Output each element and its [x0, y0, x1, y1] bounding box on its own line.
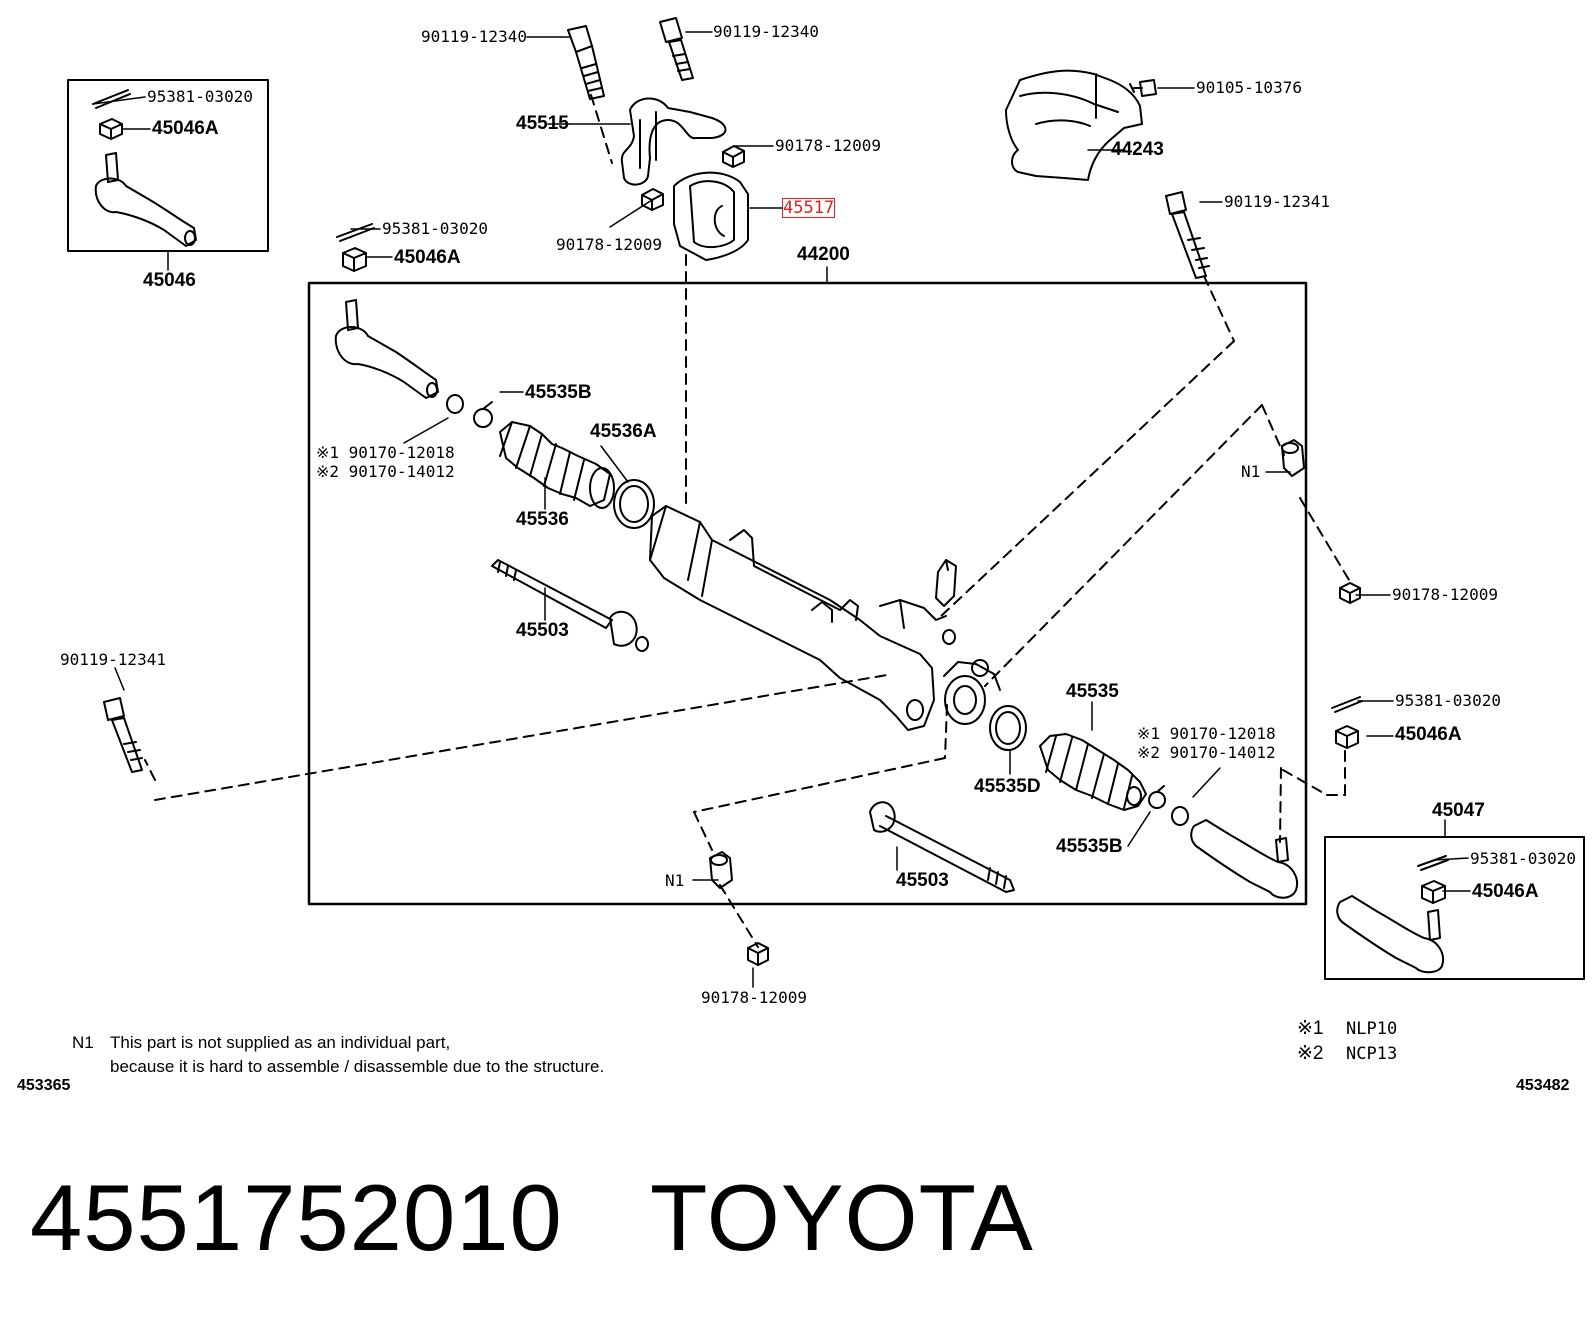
n1-bushing-right-icon [1281, 439, 1305, 477]
nut-icon [722, 145, 745, 168]
note-ref2-model: NCP13 [1346, 1044, 1398, 1064]
inset-box-right [1324, 836, 1585, 980]
label-inset-left-end[interactable]: 45046 [143, 270, 196, 291]
label-assembly[interactable]: 44200 [797, 244, 850, 265]
cotter-pin-icon [1417, 855, 1449, 871]
rack-housing-icon [649, 505, 1001, 731]
label-cover[interactable]: 44243 [1111, 139, 1164, 160]
label-pin-mid: 95381-03020 [382, 219, 488, 238]
label-bolt-top-right: 90119-12340 [713, 22, 819, 41]
note-n1-line1: This part is not supplied as an individu… [110, 1033, 451, 1052]
label-clip-left: 45535B [525, 382, 592, 403]
label-clamp-left: 45536A [590, 421, 657, 442]
label-nut-bottom: 90178-12009 [701, 988, 807, 1007]
diagram-id-left: 453365 [17, 1077, 71, 1094]
label-ref-left-2: ※2 90170-14012 [316, 462, 455, 481]
bolt-top-left-icon [567, 25, 605, 100]
nut-icon [99, 118, 123, 140]
nut-icon [1339, 582, 1361, 604]
cotter-pin-icon [336, 223, 375, 242]
clip-icon [473, 401, 493, 428]
diagram-id-right: 453482 [1516, 1077, 1570, 1094]
assembly-box [307, 281, 1308, 906]
dashed-leader-lines [144, 94, 1353, 948]
label-nut-right-end: 45046A [1395, 724, 1462, 745]
label-rod-right: 45503 [896, 870, 949, 891]
label-boot-right: 45535 [1066, 681, 1119, 702]
clip-icon [1148, 785, 1166, 809]
label-bolt-cover: 90105-10376 [1196, 78, 1302, 97]
note-ref1-mark: ※1 [1297, 1018, 1324, 1039]
bolt-left-lower-icon [103, 697, 143, 773]
tie-rod-end-right-inset-icon [1336, 895, 1444, 974]
label-rod-left: 45503 [516, 620, 569, 641]
boot-right-icon [1039, 733, 1147, 811]
label-boot-left: 45536 [516, 509, 569, 530]
label-ref-left-1: ※1 90170-12018 [316, 443, 455, 462]
label-ref-right-1: ※1 90170-12018 [1137, 724, 1276, 743]
nut-icon [747, 942, 769, 966]
label-nut-bracket-right: 90178-12009 [775, 136, 881, 155]
tie-rod-end-left-icon [334, 299, 439, 399]
bushing-icon [673, 171, 749, 261]
boot-left-icon [499, 421, 615, 509]
label-inset-right-pin: 95381-03020 [1470, 849, 1576, 868]
note-ref2-mark: ※2 [1297, 1043, 1324, 1064]
label-nut-mid: 45046A [394, 247, 461, 268]
label-nut-right: 90178-12009 [1392, 585, 1498, 604]
bolt-top-right-icon [659, 17, 694, 81]
label-bolt-top-left: 90119-12340 [421, 27, 527, 46]
label-bracket[interactable]: 45515 [516, 113, 569, 134]
inner-rod-left-icon [491, 559, 649, 652]
caption-brand: TOYOTA [650, 1165, 1034, 1270]
solid-leader-lines [92, 31, 1471, 988]
nut-small-icon [1171, 806, 1189, 826]
label-nut-bracket-left: 90178-12009 [556, 235, 662, 254]
label-inset-left-nut: 45046A [152, 118, 219, 139]
bracket-icon [620, 97, 727, 186]
caption-part-number: 4551752010 [30, 1165, 563, 1270]
label-inset-left-pin: 95381-03020 [147, 87, 253, 106]
clamp-right-icon [989, 705, 1027, 751]
note-ref1-model: NLP10 [1346, 1019, 1398, 1039]
inner-rod-right-icon [869, 801, 1015, 893]
label-bolt-right-upper: 90119-12341 [1224, 192, 1330, 211]
nut-icon [1421, 880, 1446, 904]
label-clip-right: 45535B [1056, 836, 1123, 857]
label-bushing-highlighted[interactable]: 45517 [781, 198, 836, 218]
nut-icon [342, 247, 367, 272]
tie-rod-end-left-inset-icon [94, 152, 197, 247]
label-clamp-right: 45535D [974, 776, 1041, 797]
label-n1-bottom: N1 [665, 871, 685, 890]
label-inset-right-nut: 45046A [1472, 881, 1539, 902]
nut-icon [1335, 725, 1359, 749]
nut-icon [641, 188, 664, 211]
tie-rod-end-right-icon [1190, 819, 1298, 899]
note-n1-marker: N1 [72, 1033, 94, 1052]
label-inset-right-end[interactable]: 45047 [1432, 800, 1485, 821]
cover-icon [1005, 69, 1143, 181]
bolt-right-upper-icon [1165, 191, 1210, 279]
n1-bushing-bottom-icon [709, 851, 733, 889]
cotter-pin-icon [1331, 696, 1363, 713]
label-ref-right-2: ※2 90170-14012 [1137, 743, 1276, 762]
note-n1-line2: because it is hard to assemble / disasse… [110, 1057, 605, 1076]
label-n1-right: N1 [1241, 462, 1261, 481]
bolt-cover-icon [1129, 79, 1157, 97]
label-pin-right: 95381-03020 [1395, 691, 1501, 710]
cotter-pin-icon [92, 89, 131, 109]
label-bolt-left-lower: 90119-12341 [60, 650, 166, 669]
nut-small-icon [446, 394, 464, 414]
clamp-left-icon [613, 479, 655, 529]
